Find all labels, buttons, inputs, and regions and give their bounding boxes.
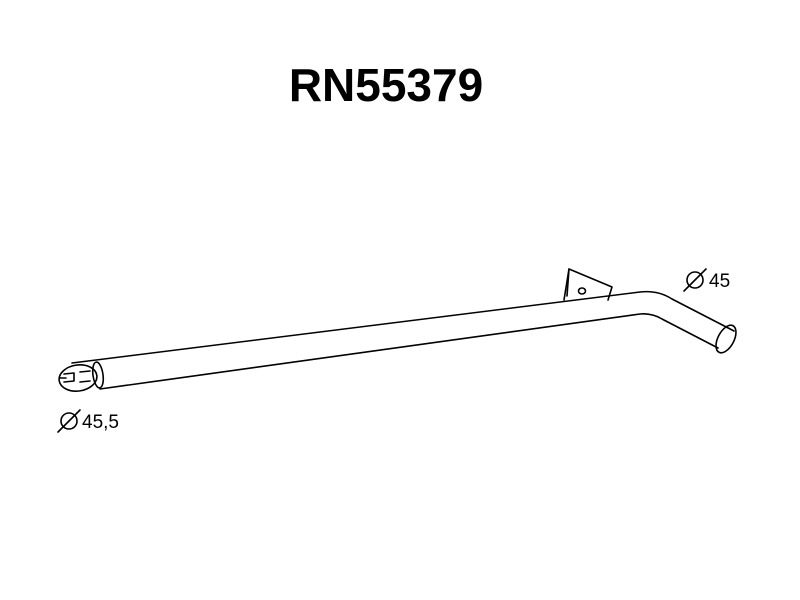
pipe-body (71, 290, 735, 390)
outlet-diameter-symbol (683, 268, 707, 292)
inlet-diameter-symbol (57, 409, 81, 433)
inlet-end (58, 361, 105, 392)
inlet-diameter-label: 45,5 (82, 412, 119, 433)
mounting-bracket (563, 268, 613, 301)
part-number-title: RN55379 (288, 59, 484, 111)
outlet-end (715, 324, 737, 354)
outlet-diameter-label: 45 (709, 271, 730, 292)
